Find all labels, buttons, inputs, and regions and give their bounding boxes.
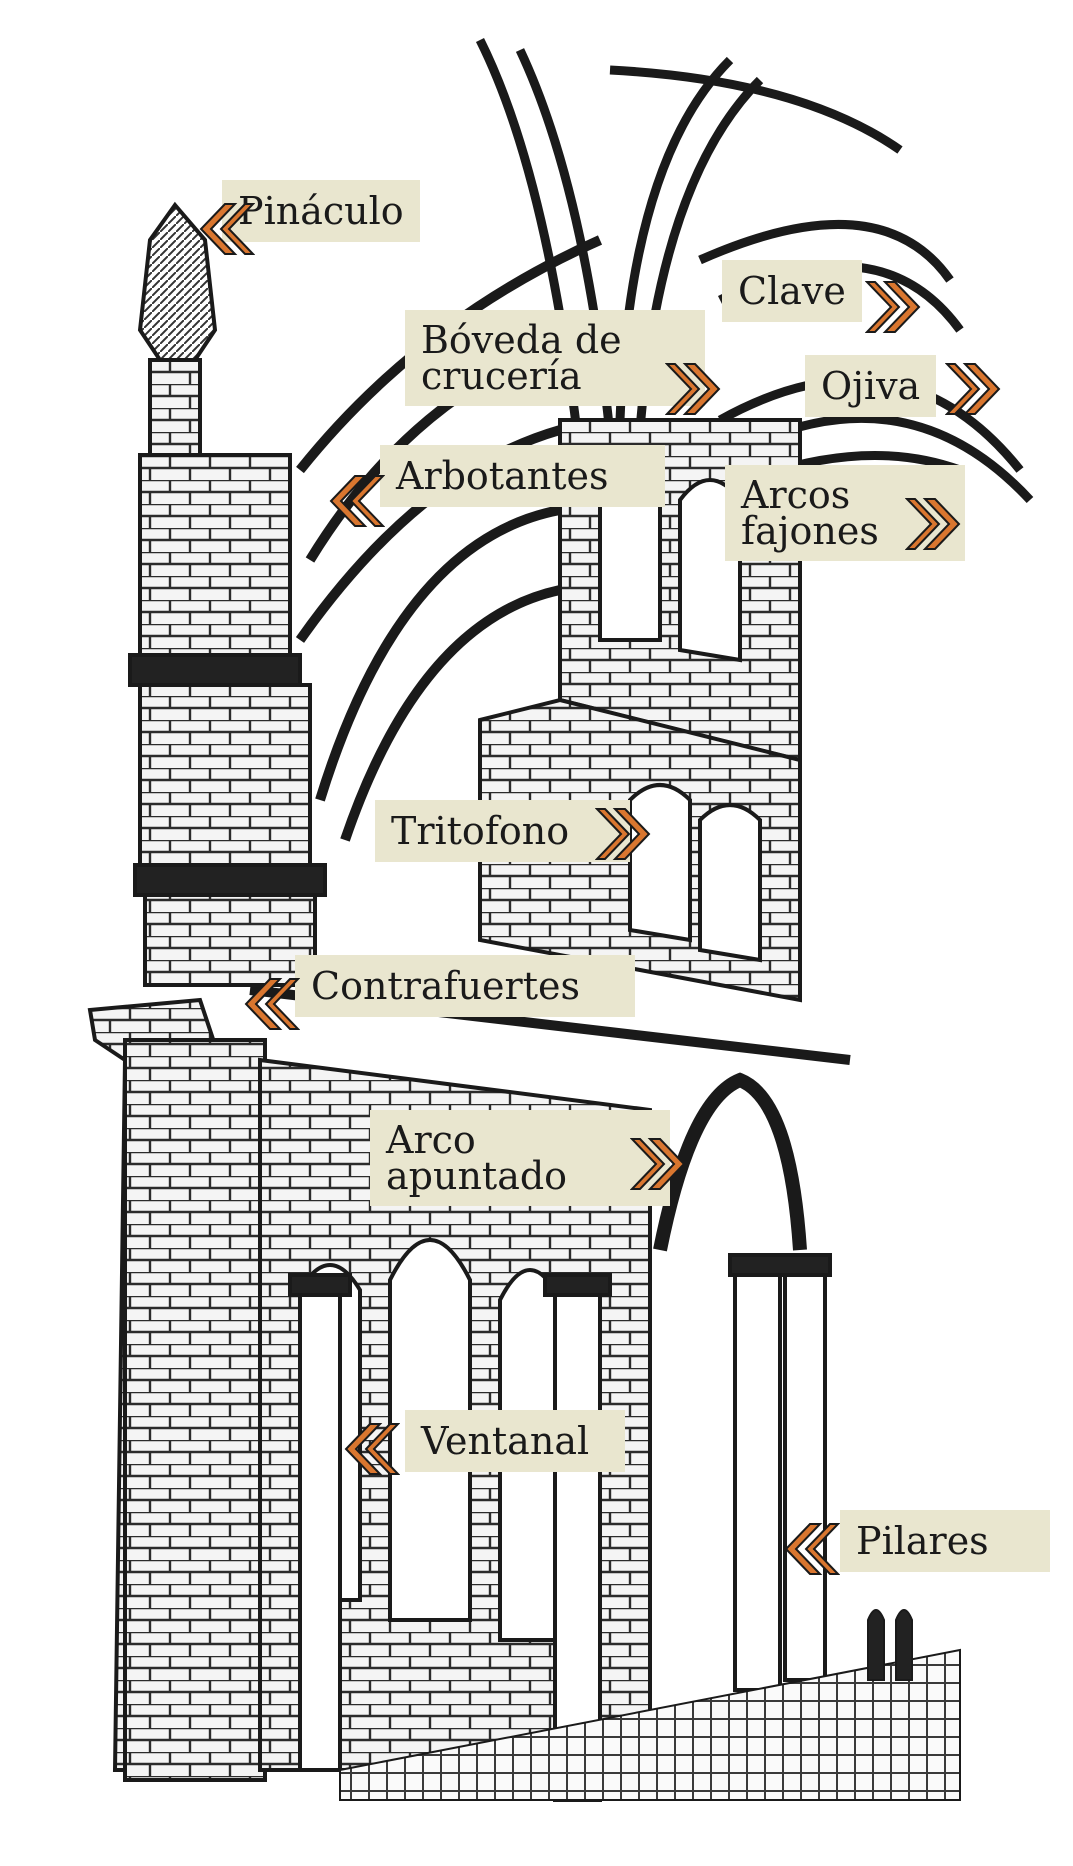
label-arco-apuntado: Arco apuntado <box>370 1110 670 1206</box>
label-pilares: Pilares <box>840 1510 1050 1572</box>
label-pinaculo: Pináculo <box>222 180 420 242</box>
label-arbotantes: Arbotantes <box>380 445 665 507</box>
double-chevron-right-icon <box>905 498 961 550</box>
double-chevron-left-icon <box>344 1423 400 1475</box>
double-chevron-right-icon <box>945 363 1001 415</box>
double-chevron-right-icon <box>595 808 651 860</box>
buttress-wall <box>87 997 267 1782</box>
double-chevron-right-icon <box>630 1138 686 1190</box>
piers <box>288 1253 832 1802</box>
label-tritofono: Tritofono <box>375 800 630 862</box>
label-contrafuertes: Contrafuertes <box>295 955 635 1017</box>
double-chevron-left-icon <box>784 1523 840 1575</box>
label-boveda-de-cruceria: Bóveda de crucería <box>405 310 705 406</box>
label-ventanal: Ventanal <box>405 1410 625 1472</box>
label-ojiva: Ojiva <box>805 355 937 417</box>
label-arcos-fajones: Arcos fajones <box>725 465 965 561</box>
double-chevron-left-icon <box>199 203 255 255</box>
pinnacle-tower <box>128 201 327 987</box>
double-chevron-left-icon <box>329 475 385 527</box>
label-clave: Clave <box>722 260 862 322</box>
floor-paving <box>339 1609 961 1801</box>
upper-nave-wall <box>249 418 851 1065</box>
double-chevron-right-icon <box>665 363 721 415</box>
double-chevron-left-icon <box>244 978 300 1030</box>
double-chevron-right-icon <box>865 281 921 333</box>
